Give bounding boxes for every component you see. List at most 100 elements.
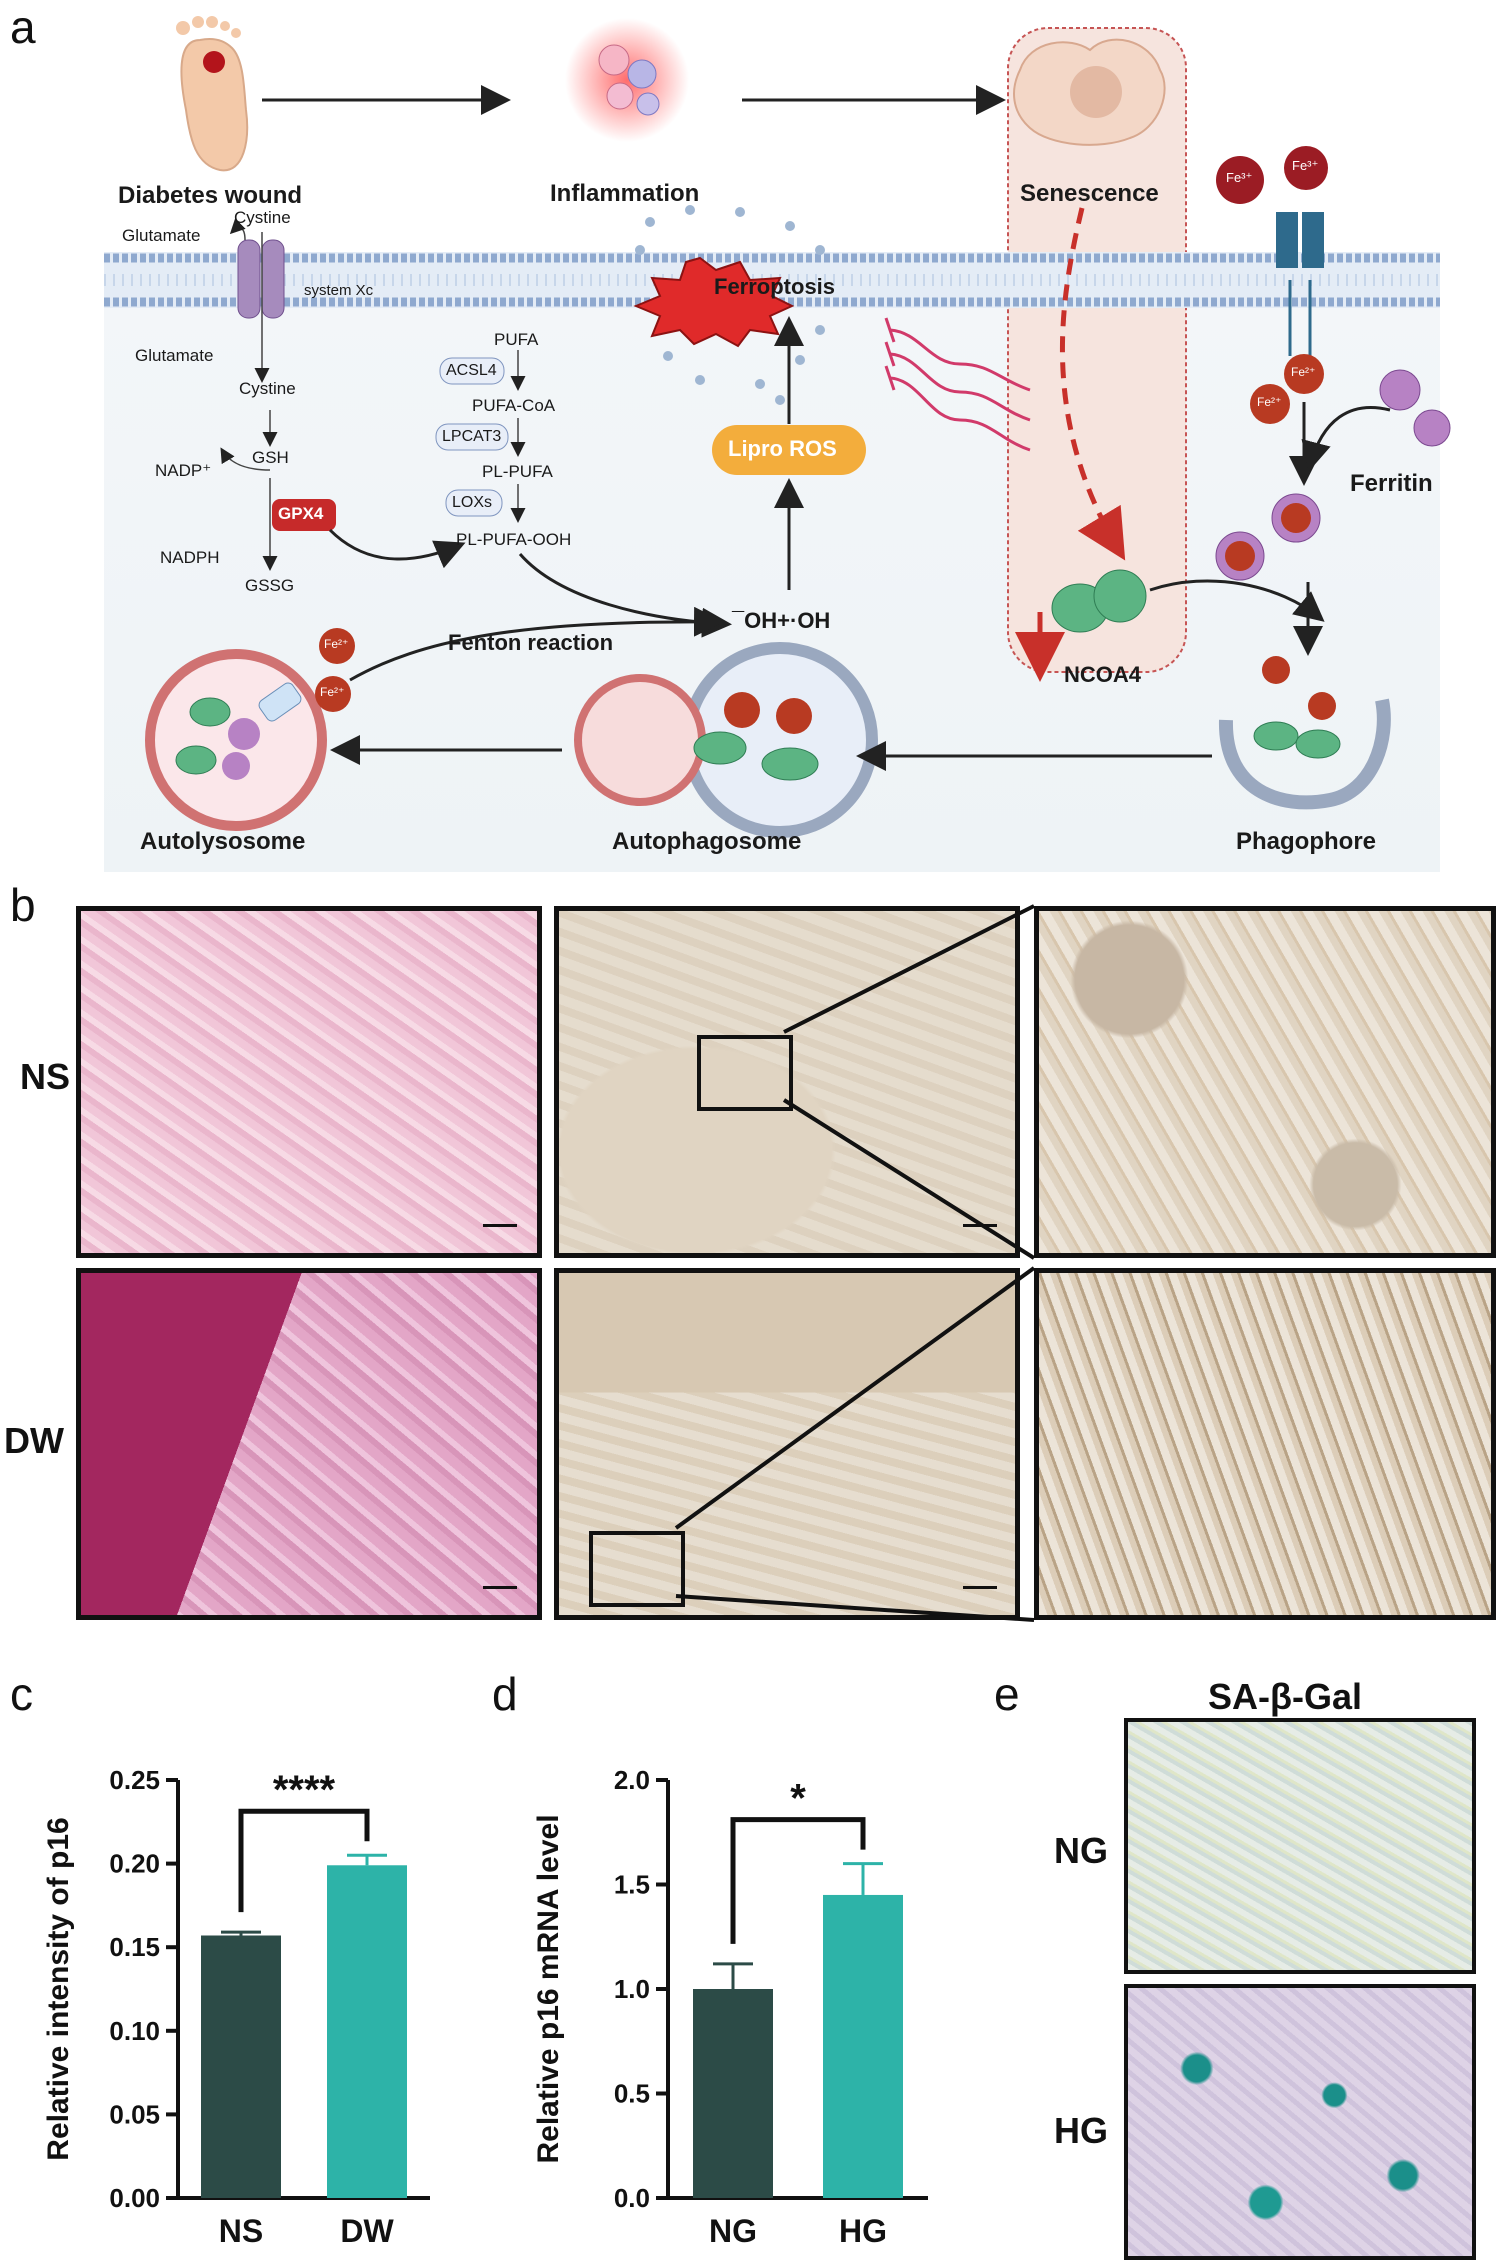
fe2-label-1: Fe²⁺ xyxy=(1291,365,1316,379)
fe3-label-2: Fe³⁺ xyxy=(1292,158,1319,173)
x-tick-label: HG xyxy=(839,2213,887,2249)
ferroptosis-label: Ferroptosis xyxy=(714,274,836,299)
y-tick-label: 0.20 xyxy=(109,1849,160,1879)
ihc-p16-dw-image xyxy=(554,1268,1020,1620)
zoom-box-dw xyxy=(589,1531,685,1607)
lpcat3-label: LPCAT3 xyxy=(442,428,502,445)
phagophore-label: Phagophore xyxy=(1236,828,1377,855)
y-tick-label: 0.15 xyxy=(109,1932,160,1962)
scale-bar xyxy=(963,1586,997,1589)
pl-pufa-ooh-label: PL-PUFA-OOH xyxy=(456,530,572,549)
glutamate-bottom-label: Glutamate xyxy=(135,346,214,365)
he-stain-ns-image xyxy=(76,906,542,1258)
x-tick-label: DW xyxy=(340,2213,394,2249)
fe3-ion-icon xyxy=(1284,146,1328,190)
fe2-label-4: Fe²⁺ xyxy=(320,685,345,699)
y-tick-label: 0.5 xyxy=(614,2079,650,2109)
autophagosome-label: Autophagosome xyxy=(612,828,802,855)
loxs-label: LOXs xyxy=(452,494,493,511)
panel-label-a: a xyxy=(10,1,36,53)
diabetic-foot-icon xyxy=(176,16,249,172)
ferroptosis-schematic xyxy=(104,16,1451,872)
fe2-label-2: Fe²⁺ xyxy=(1257,395,1282,409)
autolysosome-icon xyxy=(145,628,355,831)
fe2-ion-icon xyxy=(1284,354,1324,394)
lipid-fragments xyxy=(635,205,825,405)
fe3-ion-icon xyxy=(1216,156,1264,204)
ihc-p16-dw-zoom-image xyxy=(1034,1268,1496,1620)
acsl4-label: ACSL4 xyxy=(446,362,497,379)
system-xc-transporter xyxy=(237,239,285,319)
nadp-label: NADP⁺ xyxy=(155,461,212,480)
ihc-p16-ns-zoom-image xyxy=(1034,906,1496,1258)
scale-bar xyxy=(483,1224,517,1227)
significance-bracket xyxy=(238,1808,370,1913)
y-tick-label: 2.0 xyxy=(614,1765,650,1795)
sa-beta-gal-ng-image xyxy=(1124,1718,1476,1974)
ncoa4-protein-icon xyxy=(1051,569,1147,633)
bar xyxy=(823,1894,903,2198)
sa-beta-gal-title: SA-β-Gal xyxy=(1208,1676,1362,1717)
inflammation-label: Inflammation xyxy=(550,180,700,207)
autolysosome-label: Autolysosome xyxy=(140,828,306,855)
y-tick-label: 0.25 xyxy=(109,1765,160,1795)
panel-label-c: c xyxy=(10,1668,33,1720)
lipro-ros-badge xyxy=(712,425,866,475)
hydroxyl-label: ¯OH+·OH xyxy=(732,608,831,633)
y-axis-label: Relative p16 mRNA level xyxy=(532,1814,565,2163)
system-xc-label: system Xc xyxy=(304,282,374,299)
phagophore-membrane xyxy=(1218,698,1391,810)
gpx4-label: GPX4 xyxy=(278,504,324,523)
y-tick-label: 0.05 xyxy=(109,2099,160,2129)
senescence-label: Senescence xyxy=(1020,180,1159,207)
bar xyxy=(327,1865,407,2198)
ferritin-icon xyxy=(1379,369,1451,447)
cystine-mid-label: Cystine xyxy=(239,379,296,398)
significance-label: * xyxy=(790,1777,806,1821)
bar xyxy=(693,1989,773,2198)
row-label-dw: DW xyxy=(4,1420,64,1461)
fe3-label-1: Fe³⁺ xyxy=(1226,170,1253,185)
senescent-cell-icon xyxy=(1013,38,1166,146)
he-stain-dw-image xyxy=(76,1268,542,1620)
cystine-top-label: Cystine xyxy=(234,208,291,227)
row-label-hg: HG xyxy=(1054,2110,1108,2151)
pufa-label: PUFA xyxy=(494,330,539,349)
lipro-ros-label: Lipro ROS xyxy=(728,436,837,461)
ferritin-label: Ferritin xyxy=(1350,470,1433,497)
fe2-ion-icon xyxy=(1250,384,1290,424)
panel-label-e: e xyxy=(994,1668,1020,1720)
fe2-label-3: Fe²⁺ xyxy=(324,637,349,651)
significance-bracket xyxy=(730,1817,866,1944)
ferritin-iron-complexes xyxy=(1215,493,1321,581)
y-tick-label: 0.10 xyxy=(109,2016,160,2046)
nadph-label: NADPH xyxy=(160,548,220,567)
pl-pufa-label: PL-PUFA xyxy=(482,462,553,481)
ihc-p16-ns-image xyxy=(554,906,1020,1258)
y-tick-label: 0.00 xyxy=(109,2183,160,2213)
x-tick-label: NG xyxy=(709,2213,757,2249)
gssg-label: GSSG xyxy=(245,576,295,595)
scale-bar xyxy=(483,1586,517,1589)
gpx4-badge xyxy=(272,499,336,531)
ncoa4-label: NCOA4 xyxy=(1064,662,1142,687)
panel-label-d: d xyxy=(492,1668,518,1720)
panel-label-b: b xyxy=(10,879,36,931)
acsl4-badge xyxy=(439,357,505,385)
autophagosome-icon xyxy=(574,642,878,838)
y-axis-label: Relative intensity of p16 xyxy=(42,1817,75,2160)
y-tick-label: 1.5 xyxy=(614,1870,650,1900)
sa-beta-gal-hg-image xyxy=(1124,1984,1476,2260)
fenton-reaction-label: Fenton reaction xyxy=(448,630,614,655)
x-tick-label: NS xyxy=(219,2213,263,2249)
row-label-ng: NG xyxy=(1054,1830,1108,1871)
loxs-badge xyxy=(445,489,503,517)
ferroptosis-burst xyxy=(633,256,795,348)
bar xyxy=(201,1935,281,2198)
inflammation-icon xyxy=(565,18,689,142)
zoom-box-ns xyxy=(697,1035,793,1111)
senescence-highlight xyxy=(1007,27,1187,673)
glutamate-top-label: Glutamate xyxy=(122,226,201,245)
